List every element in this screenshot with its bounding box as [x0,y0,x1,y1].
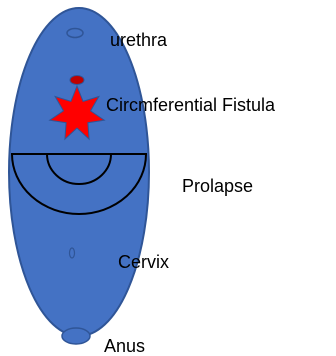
fistula-dot [70,76,84,85]
urethra-label: urethra [110,30,167,50]
vaginal-body-ellipse [9,8,149,336]
anus-label: Anus [104,336,145,356]
prolapse-label: Prolapse [182,176,253,196]
cervix-label: Cervix [118,252,169,272]
blue-ellipse-icon [62,328,90,344]
fistula-label: Circmferential Fistula [106,95,275,115]
